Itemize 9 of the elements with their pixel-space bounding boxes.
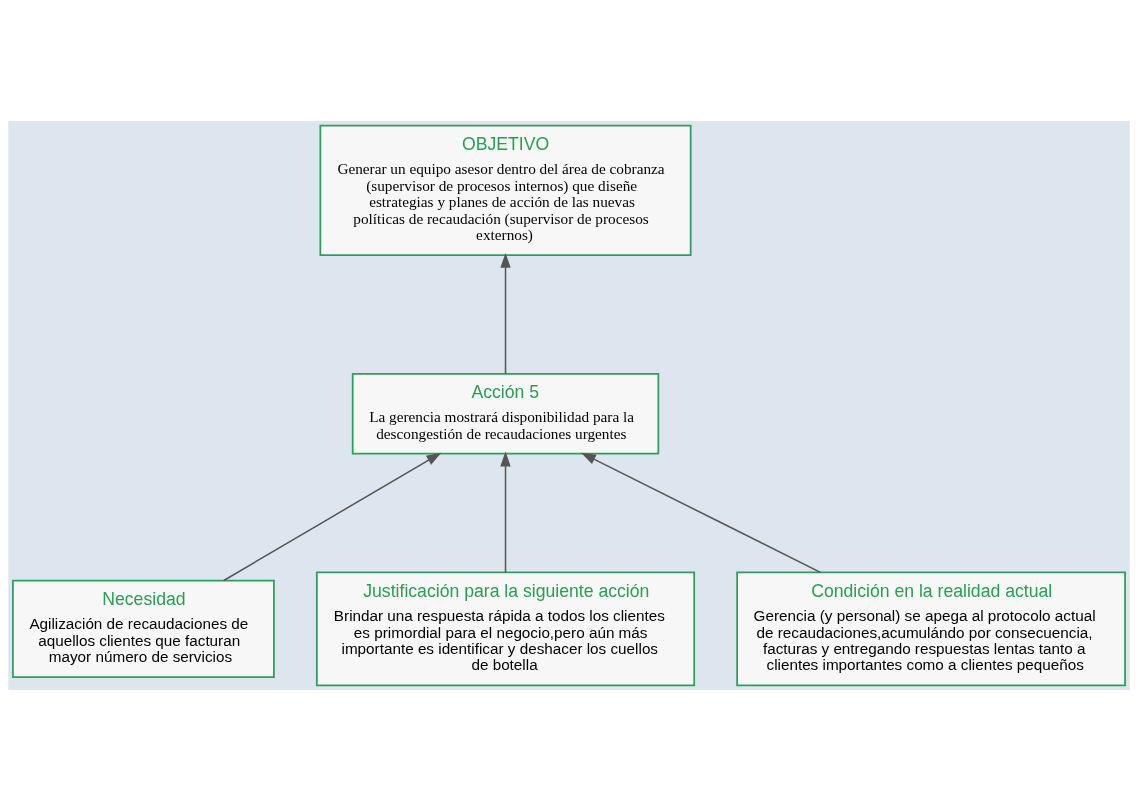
node-box: Acción 5 La gerencia mostrará disponibilidad para la descongestión de recaudaciones urgentes	[351, 372, 660, 455]
node-box: Justificación para la siguiente acción Brindar una respuesta rápida a todos los clientes es primordial para el negocio,pero aún más importante es identificar y deshacer los cuellos de botella	[315, 571, 696, 686]
arrow	[581, 452, 822, 573]
arrow	[500, 451, 511, 573]
node-box: Condición en la realidad actual Gerencia (y personal) se apega al protocolo actual de recaudaciones,acumulándo por consecuencia, facturas y entregando respuestas lentas tanto a clientes importantes como a clientes pequeños	[736, 571, 1126, 686]
arrow	[223, 452, 442, 581]
node-box: Necesidad Agilización de recaudaciones de aquellos clientes que facturan mayor número de servicios	[12, 579, 275, 678]
node-box: OBJETIVO Generar un equipo asesor dentro del área de cobranza (supervisor de procesos internos) que diseñe estrategias y planes de acción de las nuevas políticas de recaudación (supervisor de procesos externos)	[319, 124, 692, 256]
arrow	[500, 252, 511, 374]
